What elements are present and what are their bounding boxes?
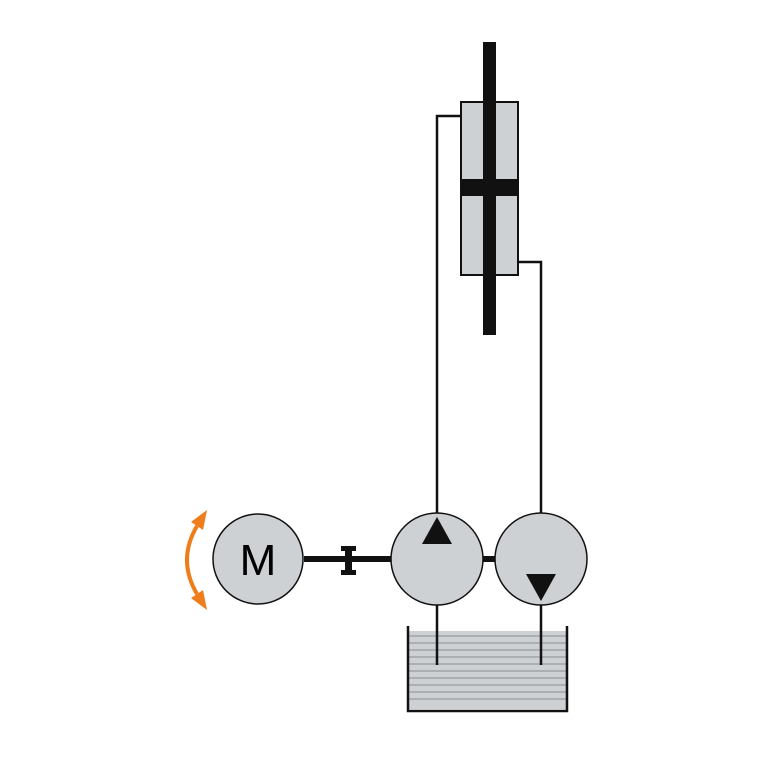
hydraulic-pump-left <box>390 512 484 606</box>
tank-outline <box>406 626 569 713</box>
piston <box>461 179 518 196</box>
tank-fluid <box>408 631 566 709</box>
pressure-line <box>435 114 461 520</box>
hydraulic-lines <box>435 114 543 520</box>
fluid-level-lines <box>408 635 566 700</box>
coupling-top-cap <box>341 546 356 551</box>
curved-double-arrow-icon <box>185 510 207 610</box>
triangle-up-icon <box>422 517 452 544</box>
electric-motor: M <box>212 513 304 605</box>
pump-right-body <box>494 512 588 606</box>
shaft-coupling <box>345 548 352 573</box>
pump-left-body <box>390 512 484 606</box>
motor-body <box>212 513 304 605</box>
reservoir-tank <box>406 600 569 713</box>
motor-label: M <box>240 536 277 585</box>
triangle-down-icon <box>526 574 556 601</box>
hydraulic-cylinder <box>460 42 519 335</box>
return-line <box>518 260 543 520</box>
coupling-bottom-cap <box>341 570 356 575</box>
hydraulic-pump-right <box>494 512 588 606</box>
